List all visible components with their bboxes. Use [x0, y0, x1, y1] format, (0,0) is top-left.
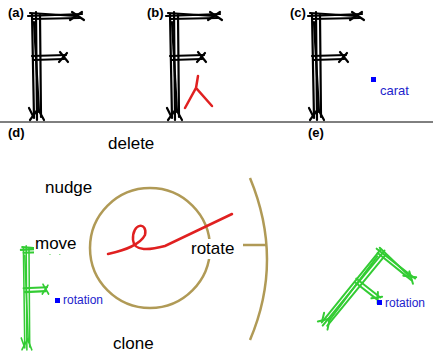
rotation-dot: [55, 298, 60, 303]
selected-letter: [21, 246, 60, 350]
menu-option: delete: [107, 134, 155, 154]
panel-letter: (e): [307, 126, 325, 141]
menu-option: move: [34, 234, 78, 254]
rotate-arc: [250, 178, 267, 340]
annotation-label: rotation: [62, 294, 104, 308]
pen-gesture: [185, 76, 212, 108]
annotation-label: rotation: [384, 297, 426, 311]
annotation-label: carat: [379, 84, 410, 99]
panel-letter: (d): [7, 126, 26, 141]
menu-option: rotate: [190, 239, 235, 259]
caret-dot: [371, 77, 376, 82]
menu-option: nudge: [44, 178, 93, 198]
panel-letter: (c): [289, 6, 307, 21]
panel-letter: (b): [146, 6, 165, 21]
panel-divider: [0, 122, 433, 123]
panel-letter: (a): [7, 6, 25, 21]
menu-option: clone: [112, 334, 155, 354]
sketched-letter: [28, 12, 84, 120]
sketched-letter: [166, 12, 222, 120]
rotation-dot: [377, 300, 382, 305]
rotate-tick: [243, 244, 266, 247]
sketched-letter: [308, 12, 364, 120]
